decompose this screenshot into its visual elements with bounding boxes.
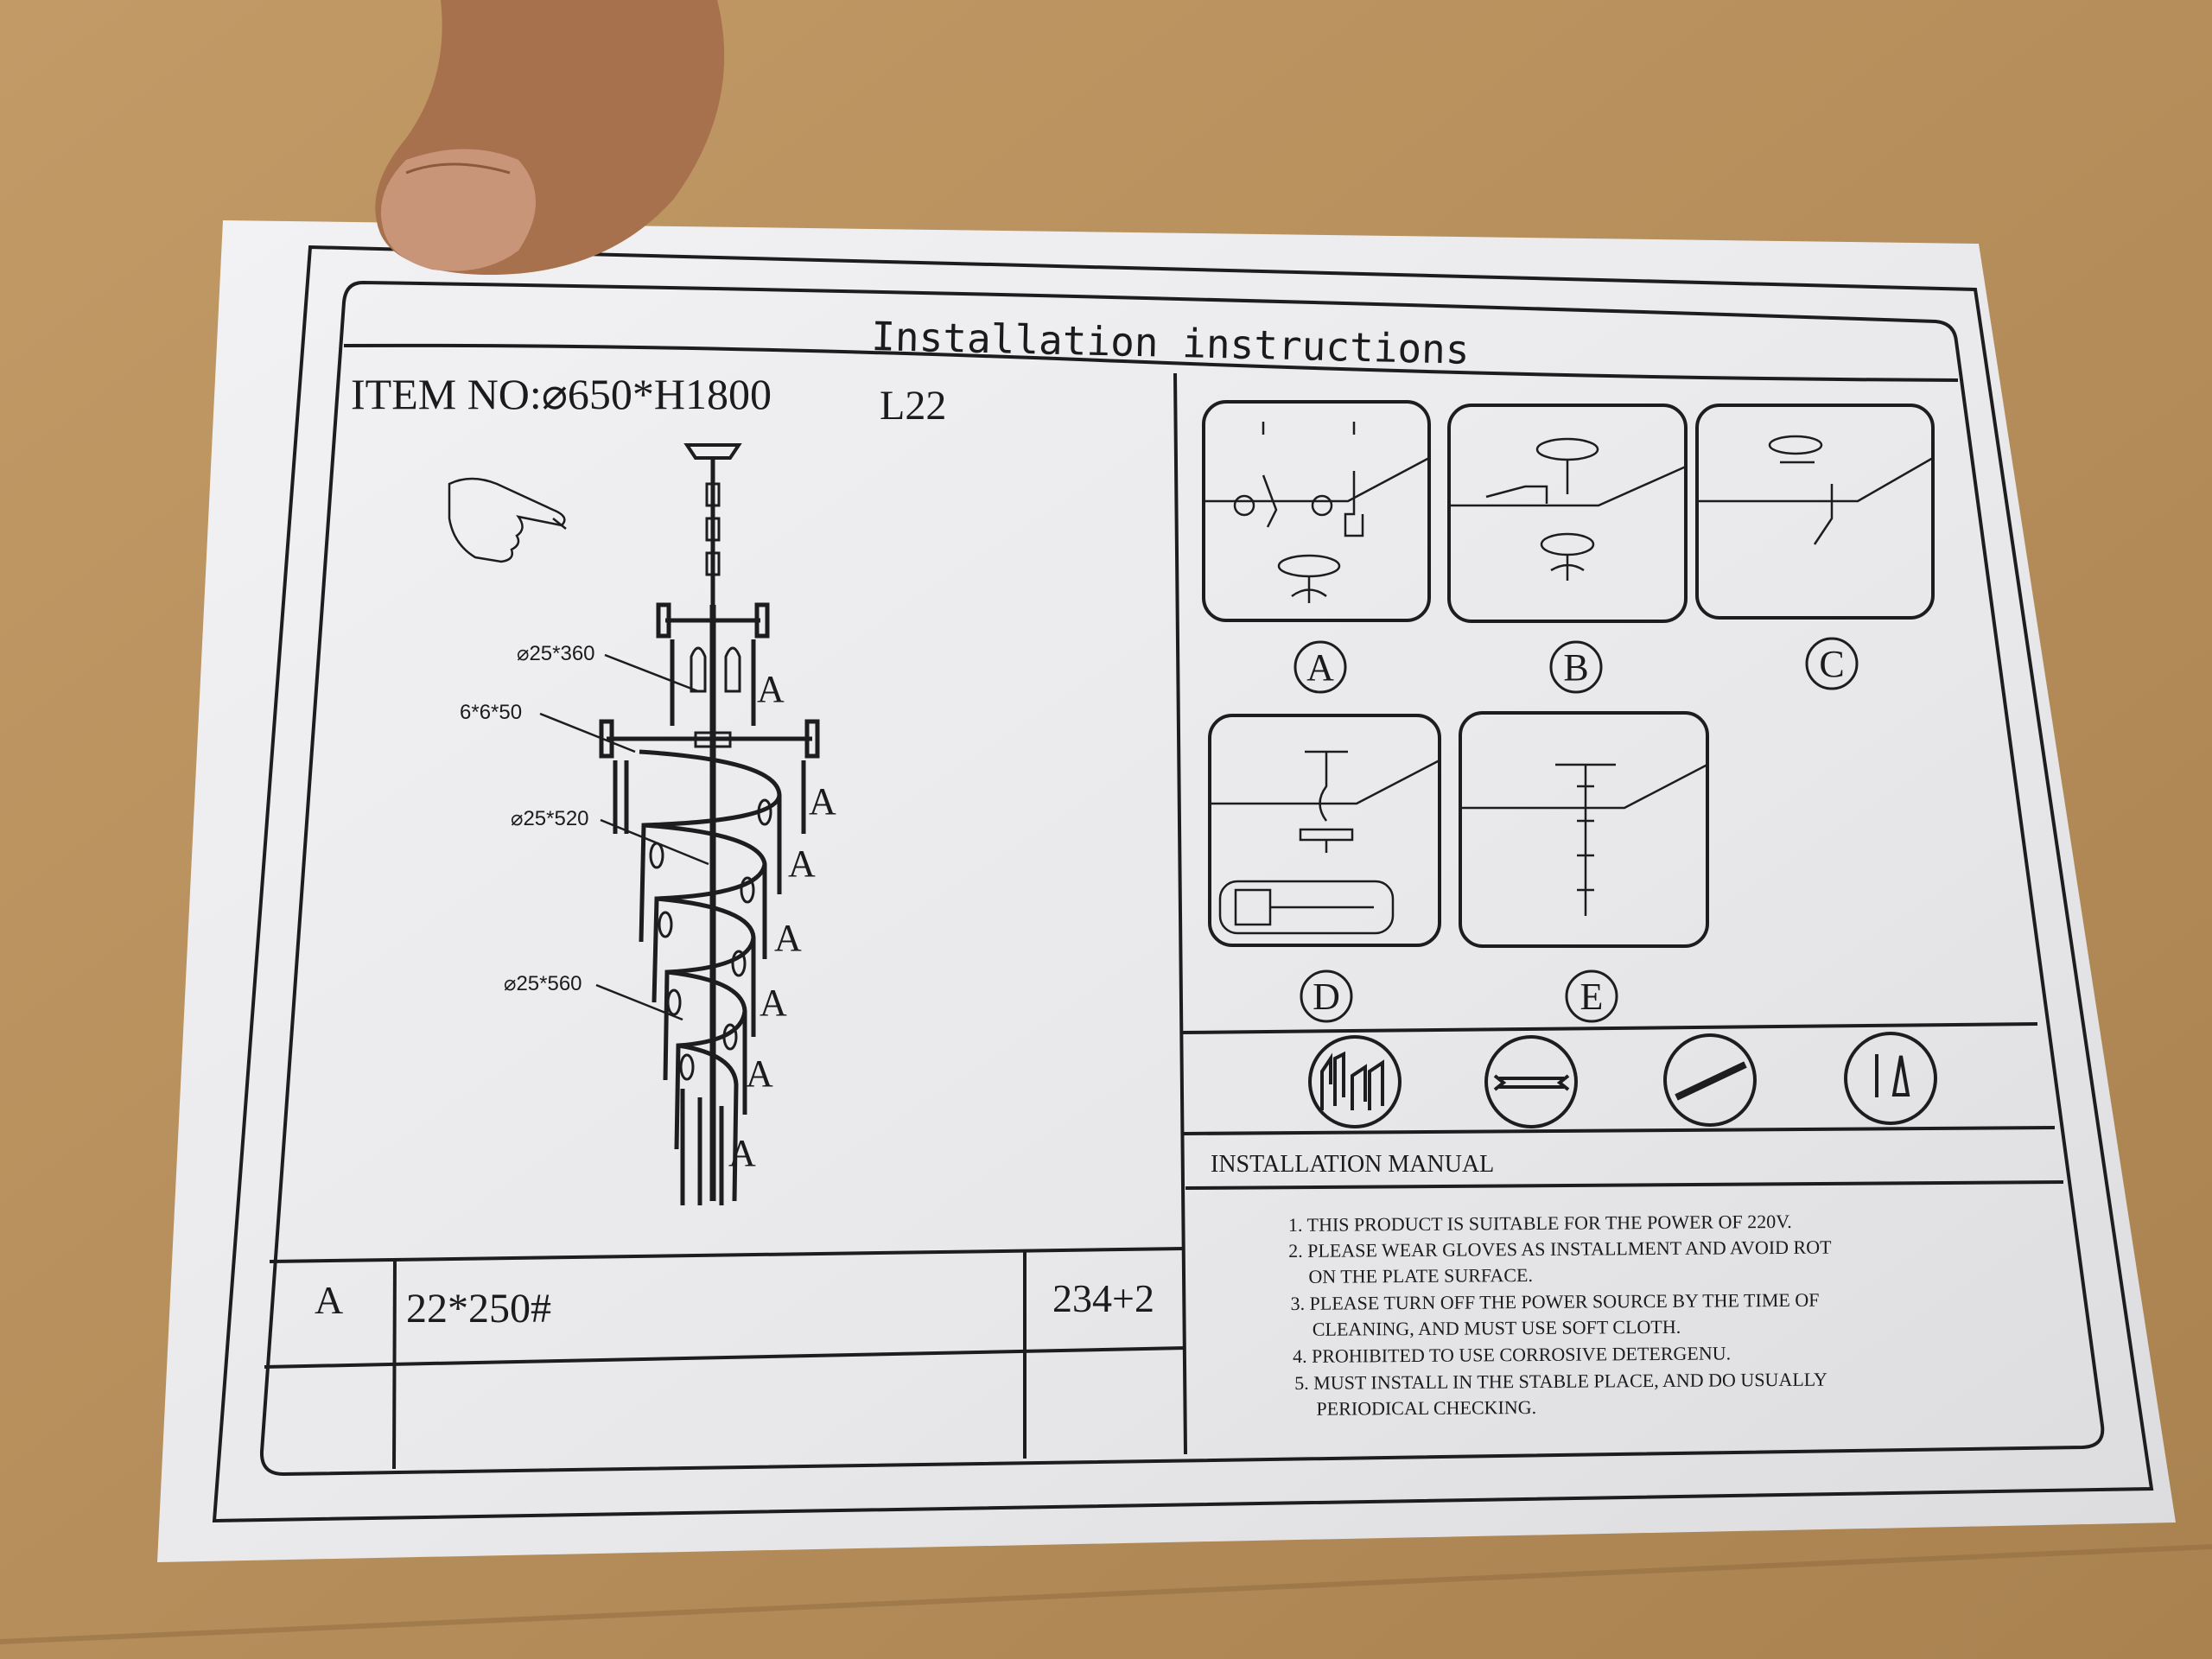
- column-divider: [1173, 372, 1187, 1455]
- manual-line: ON THE PLATE SURFACE.: [1308, 1264, 1533, 1287]
- manual-line: CLEANING, AND MUST USE SOFT CLOTH.: [1313, 1316, 1681, 1340]
- pointing-hand-icon: [448, 477, 567, 563]
- step-panel-c: [1695, 404, 1935, 620]
- table-spec: 22*250#: [406, 1286, 551, 1332]
- cardboard-seam: [0, 1544, 2212, 1644]
- table-mid-line: [264, 1346, 1186, 1369]
- anchor-screw-icon: [1844, 1032, 1937, 1125]
- screwdriver-icon: [1663, 1033, 1757, 1127]
- step-label-b: B: [1563, 646, 1588, 689]
- step-label-a: A: [1306, 646, 1334, 689]
- manual-line: 2. PLEASE WEAR GLOVES AS INSTALLMENT AND…: [1288, 1236, 1832, 1262]
- step-label-e: E: [1580, 976, 1604, 1018]
- step-panel-a: [1202, 400, 1431, 622]
- step-label-d: D: [1313, 976, 1340, 1018]
- manual-line: PERIODICAL CHECKING.: [1316, 1396, 1536, 1420]
- chandelier-diagram: [539, 443, 820, 1205]
- instruction-sheet: [157, 220, 2176, 1562]
- callout-rod-520: ⌀25*520: [511, 807, 589, 830]
- model-number: L22: [880, 383, 946, 429]
- manual-line: 5. MUST INSTALL IN THE STABLE PLACE, AND…: [1294, 1369, 1827, 1394]
- table-col-line: [392, 1258, 397, 1470]
- inner-frame: [259, 280, 2105, 1477]
- callout-rod-560: ⌀25*560: [504, 972, 582, 995]
- step-label-circle-e: [1565, 969, 1618, 1023]
- table-part: A: [315, 1278, 343, 1322]
- manual-line: 3. PLEASE TURN OFF THE POWER SOURCE BY T…: [1291, 1289, 1820, 1314]
- step-label-circle-b: [1549, 640, 1603, 694]
- step-label-c: C: [1819, 643, 1844, 685]
- tools-top-divider: [1181, 1022, 2038, 1034]
- manual-line: 4. PROHIBITED TO USE CORROSIVE DETERGENU…: [1293, 1342, 1731, 1367]
- table-top-line: [269, 1247, 1185, 1263]
- part-label: A: [774, 917, 802, 959]
- thumb: [375, 0, 725, 276]
- part-label: A: [757, 668, 785, 710]
- step-label-circle-d: [1300, 969, 1353, 1023]
- manual-top-divider: [1183, 1126, 2056, 1135]
- part-label: A: [788, 842, 816, 885]
- part-label: A: [746, 1052, 773, 1095]
- step-panel-e: [1459, 711, 1709, 948]
- gloves-icon: [1308, 1035, 1402, 1128]
- part-label: A: [728, 1132, 756, 1174]
- callout-bar-6x6x50: 6*6*50: [460, 701, 522, 724]
- step-label-circle-c: [1805, 637, 1859, 690]
- step-panel-d: [1208, 714, 1441, 947]
- callout-rod-360: ⌀25*360: [517, 642, 595, 665]
- step-label-circle-a: [1294, 640, 1347, 694]
- title-divider: [343, 343, 1959, 382]
- manual-title: INSTALLATION MANUAL: [1211, 1151, 1494, 1178]
- item-number-label: ITEM NO:⌀650*H1800: [351, 370, 772, 418]
- wrench-icon: [1484, 1035, 1578, 1128]
- part-label: A: [809, 780, 836, 823]
- manual-line: 1. THIS PRODUCT IS SUITABLE FOR THE POWE…: [1288, 1211, 1792, 1236]
- step-panel-b: [1447, 404, 1688, 623]
- part-label: A: [760, 982, 787, 1024]
- outer-frame: [212, 245, 2154, 1523]
- table-quantity: 234+2: [1052, 1276, 1154, 1320]
- manual-title-divider: [1185, 1180, 2064, 1190]
